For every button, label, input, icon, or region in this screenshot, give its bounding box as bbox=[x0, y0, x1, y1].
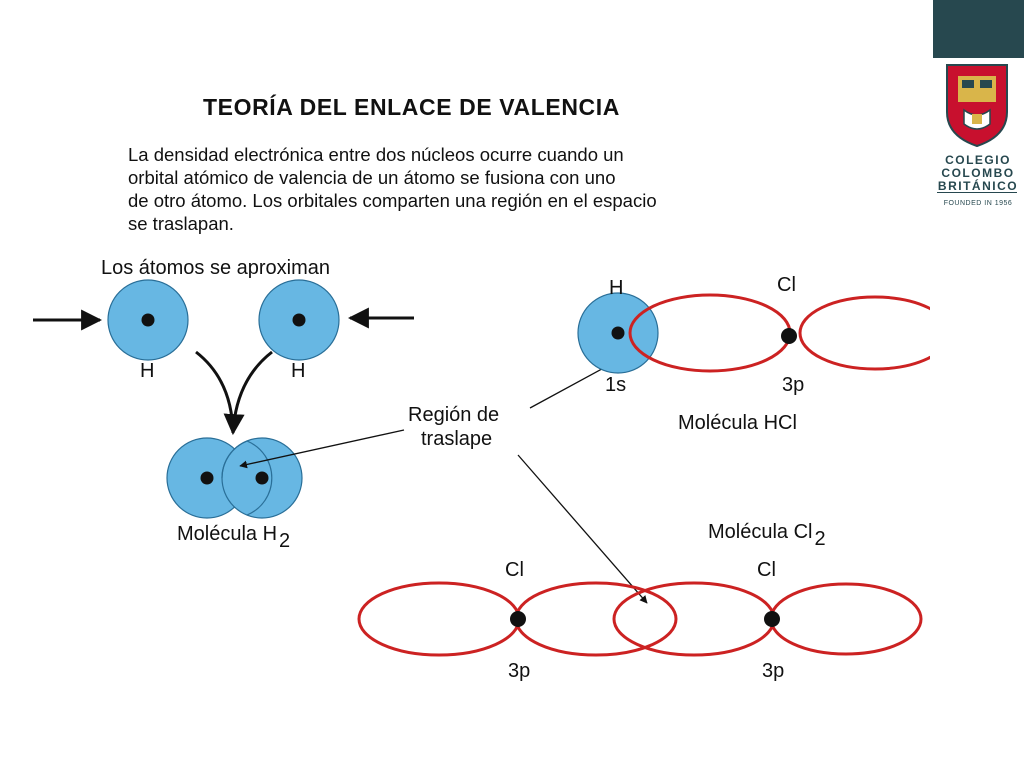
overlap-label-line1: Región de bbox=[408, 404, 499, 426]
brand-line-2: COLOMBO bbox=[941, 166, 1015, 180]
nucleus bbox=[200, 471, 214, 485]
nucleus-h bbox=[611, 326, 625, 340]
brand-header-bar bbox=[933, 0, 1024, 58]
p-orbital-lobe bbox=[357, 581, 521, 657]
slide-title: TEORÍA DEL ENLACE DE VALENCIA bbox=[203, 94, 620, 120]
hcl-1s-label: 1s bbox=[605, 374, 626, 396]
p-orbital-lobe bbox=[612, 581, 776, 657]
intro-paragraph: La densidad electrónica entre dos núcleo… bbox=[128, 143, 918, 235]
overlap-label-line2: traslape bbox=[421, 428, 492, 450]
cl2-left-cl-label: Cl bbox=[505, 559, 524, 581]
overlap-edge bbox=[221, 440, 273, 516]
nucleus bbox=[255, 471, 269, 485]
h-label-left: H bbox=[140, 360, 154, 382]
p-orbital-lobe bbox=[769, 582, 923, 656]
hcl-cl-label: Cl bbox=[777, 274, 796, 296]
overlap-arrow-h2 bbox=[239, 429, 405, 469]
nucleus-cl bbox=[764, 611, 780, 627]
h-atom-right bbox=[258, 279, 340, 361]
nucleus bbox=[292, 313, 306, 327]
paragraph-line: de otro átomo. Los orbitales comparten u… bbox=[128, 190, 657, 211]
cl2-right-3p-label: 3p bbox=[762, 660, 784, 682]
h-atom-left bbox=[107, 279, 189, 361]
nucleus-cl bbox=[781, 328, 797, 344]
p-orbital-lobe-right bbox=[798, 295, 930, 371]
merge-arrow-left bbox=[195, 350, 235, 434]
paragraph-line: La densidad electrónica entre dos núcleo… bbox=[128, 144, 624, 165]
paragraph-line: se traslapan. bbox=[128, 213, 234, 234]
cl2-left-3p-label: 3p bbox=[508, 660, 530, 682]
cl2-right-cl-label: Cl bbox=[757, 559, 776, 581]
overlap-arrow-cl2 bbox=[517, 454, 648, 604]
brand-divider bbox=[937, 192, 1017, 193]
h2-molecule bbox=[166, 437, 303, 519]
merge-arrow-right bbox=[223, 350, 273, 436]
hcl-molecule bbox=[577, 292, 930, 374]
brand-line-1: COLEGIO bbox=[945, 153, 1011, 167]
approach-label: Los átomos se aproximan bbox=[101, 257, 330, 279]
brand-line-3: BRITÁNICO bbox=[937, 179, 1019, 193]
h-label-right: H bbox=[291, 360, 305, 382]
brand-founded: FOUNDED IN 1956 bbox=[943, 200, 1013, 207]
hcl-3p-label: 3p bbox=[782, 374, 804, 396]
p-orbital-lobe bbox=[514, 581, 678, 657]
paragraph-line: orbital atómico de valencia de un átomo … bbox=[128, 167, 616, 188]
hcl-h-label: H bbox=[609, 277, 623, 299]
nucleus bbox=[141, 313, 155, 327]
school-crest-logo bbox=[946, 64, 1008, 148]
cl2-molecule bbox=[357, 581, 923, 657]
nucleus-cl bbox=[510, 611, 526, 627]
hcl-molecule-label: Molécula HCl bbox=[678, 412, 797, 434]
